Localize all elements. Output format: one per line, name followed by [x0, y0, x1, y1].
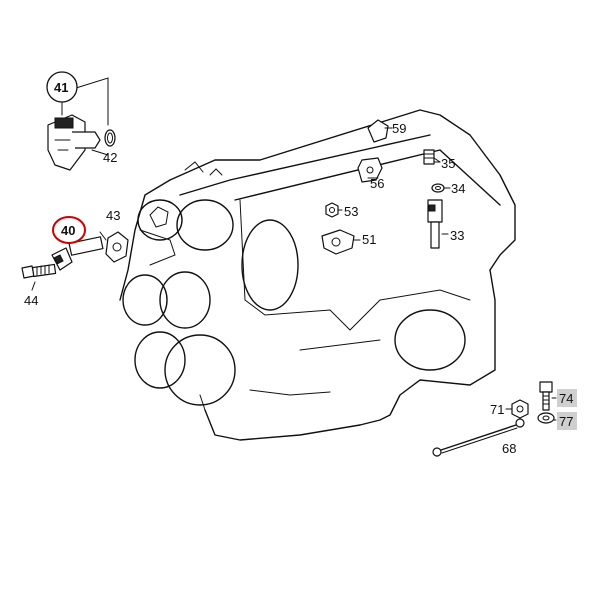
callout-35[interactable]: 35: [441, 156, 455, 171]
callout-53[interactable]: 53: [344, 204, 358, 219]
part-53-nut: [325, 202, 339, 218]
part-77-washer: [537, 412, 555, 424]
part-44-bolt: [21, 263, 57, 279]
label-highlight-77: [557, 412, 577, 430]
part-51-knock-sensor: [321, 229, 355, 255]
part-59-bracket: [367, 119, 393, 143]
callout-43[interactable]: 43: [106, 208, 120, 223]
highlight-ring-40: [52, 216, 86, 244]
part-56-clip: [357, 157, 383, 183]
callout-71[interactable]: 71: [490, 402, 504, 417]
leader-lines: [31, 127, 557, 421]
callout-44[interactable]: 44: [24, 293, 38, 308]
callout-59[interactable]: 59: [392, 121, 406, 136]
part-41-sensor: [47, 77, 109, 171]
part-35-sensor: [423, 149, 441, 165]
callout-77[interactable]: 77: [559, 414, 573, 429]
callout-33[interactable]: 33: [450, 228, 464, 243]
callout-68[interactable]: 68: [502, 441, 516, 456]
callout-74[interactable]: 74: [559, 391, 573, 406]
engine-block: [119, 109, 516, 441]
callout-34[interactable]: 34: [451, 181, 465, 196]
label-highlight-74: [557, 389, 577, 407]
part-74-bolt: [539, 381, 553, 411]
callout-40[interactable]: 40: [61, 223, 75, 238]
callout-41[interactable]: 41: [54, 80, 68, 95]
part-71-nut: [511, 399, 529, 419]
part-42-oring: [104, 129, 116, 147]
callout-56[interactable]: 56: [370, 176, 384, 191]
part-34-washer: [431, 183, 445, 193]
callout-circle-41: [46, 71, 78, 103]
callout-51[interactable]: 51: [362, 232, 376, 247]
part-68-ground-strap: [432, 418, 525, 457]
part-43-gasket: [105, 231, 129, 263]
part-33-temp-sensor: [427, 199, 443, 249]
callout-42[interactable]: 42: [103, 150, 117, 165]
part-40-sensor: [51, 236, 104, 271]
